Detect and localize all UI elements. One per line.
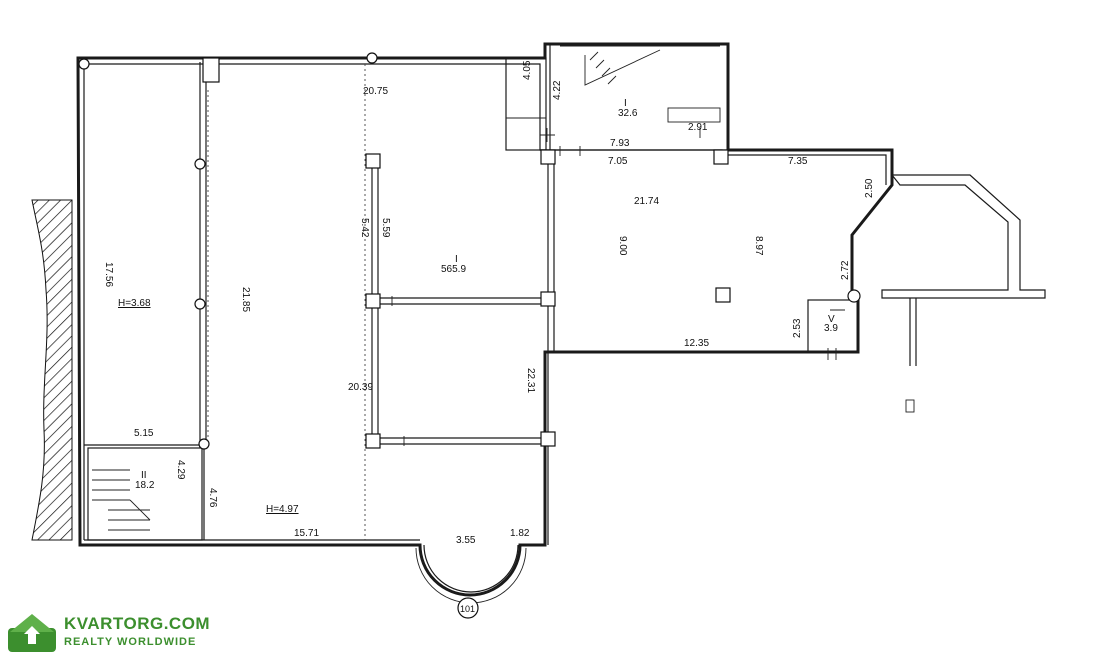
dim-label: 7.93 bbox=[610, 138, 630, 149]
dim-label: 2.91 bbox=[688, 122, 708, 133]
round-column bbox=[78, 58, 90, 70]
column bbox=[540, 149, 556, 165]
dim-label: 21.74 bbox=[634, 196, 659, 207]
apartment-number: 101 bbox=[460, 604, 475, 614]
dim-label: 5.42 bbox=[359, 218, 370, 238]
room-area: 32.6 bbox=[618, 108, 638, 119]
watermark-brand: KVARTORG.COM bbox=[64, 614, 211, 633]
dim-label: 2.72 bbox=[840, 260, 851, 280]
room-number: II bbox=[141, 470, 147, 481]
round-column bbox=[194, 158, 206, 170]
dim-label: 9.00 bbox=[617, 236, 628, 256]
stair-small-box bbox=[505, 57, 547, 151]
dim-label: 8.97 bbox=[753, 236, 764, 256]
outer-wall bbox=[76, 42, 894, 597]
column bbox=[365, 153, 381, 169]
column bbox=[713, 149, 729, 165]
column bbox=[540, 431, 556, 447]
dim-label: 17.56 bbox=[103, 262, 114, 287]
dim-label: 2.53 bbox=[792, 318, 803, 338]
dim-label: 20.75 bbox=[363, 86, 388, 97]
room-number: I bbox=[624, 98, 627, 109]
bay-window bbox=[423, 544, 519, 593]
stair-treads bbox=[92, 469, 151, 531]
exterior-hatch bbox=[31, 199, 73, 541]
stair-room bbox=[87, 447, 203, 541]
apartment-number-circle bbox=[457, 597, 479, 619]
room-number: I bbox=[455, 254, 458, 265]
round-column bbox=[366, 52, 378, 64]
room-area: 565.9 bbox=[441, 264, 466, 275]
column bbox=[365, 293, 381, 309]
dim-label: 15.71 bbox=[294, 528, 319, 539]
dim-label: 7.05 bbox=[608, 156, 628, 167]
room-number: V bbox=[828, 314, 835, 325]
dim-label: 3.55 bbox=[456, 535, 476, 546]
round-column bbox=[198, 438, 210, 450]
watermark-logo: KVARTORG.COM REALTY WORLDWIDE bbox=[6, 612, 210, 656]
dim-label: 2.50 bbox=[864, 178, 875, 198]
room-area: 3.9 bbox=[824, 323, 838, 334]
ceiling-height-label: H=4.97 bbox=[266, 504, 299, 515]
right-room-column bbox=[715, 287, 731, 303]
ceiling-height-label: H=3.68 bbox=[118, 298, 151, 309]
dim-label: 20.39 bbox=[348, 382, 373, 393]
dim-label: 4.05 bbox=[522, 60, 533, 80]
column bbox=[540, 291, 556, 307]
door-marks bbox=[391, 128, 845, 446]
watermark-tagline: REALTY WORLDWIDE bbox=[64, 636, 197, 648]
dim-label: 21.85 bbox=[240, 287, 251, 312]
dim-label: 1.82 bbox=[510, 528, 530, 539]
column bbox=[365, 433, 381, 449]
house-logo-icon bbox=[8, 614, 56, 652]
small-room bbox=[807, 299, 859, 353]
dim-label: 5.59 bbox=[380, 218, 391, 238]
top-notch bbox=[667, 107, 721, 123]
dim-label: 4.22 bbox=[552, 80, 563, 100]
dim-label: 7.35 bbox=[788, 156, 808, 167]
dim-label: 12.35 bbox=[684, 338, 709, 349]
stair-top-diagonal bbox=[584, 49, 661, 86]
dim-label: 4.76 bbox=[207, 488, 218, 508]
small-mark bbox=[905, 399, 915, 413]
balcony bbox=[881, 174, 1046, 299]
round-column bbox=[194, 298, 206, 310]
round-column bbox=[847, 289, 861, 303]
dim-label: 4.29 bbox=[175, 460, 186, 480]
dim-label: 22.31 bbox=[525, 368, 536, 393]
column bbox=[202, 57, 220, 83]
room-area: 18.2 bbox=[135, 480, 155, 491]
dim-label: 5.15 bbox=[134, 428, 154, 439]
